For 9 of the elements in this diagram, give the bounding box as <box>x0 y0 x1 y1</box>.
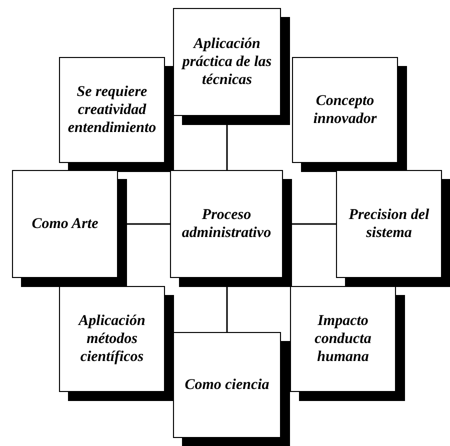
box-label: Como ciencia <box>184 376 270 394</box>
box-label: Aplicación práctica de las técnicas <box>180 35 273 89</box>
box-label: Impacto conducta humana <box>314 312 372 366</box>
box-label: Como Arte <box>32 215 98 233</box>
box-label: Precision del sistema <box>348 206 430 242</box>
box-label: Aplicación métodos científicos <box>76 312 146 366</box>
box-label: Concepto innovador <box>312 92 378 128</box>
box-label: Proceso administrativo <box>180 206 272 242</box>
box-label: Se requiere creatividad entendimiento <box>66 83 158 137</box>
